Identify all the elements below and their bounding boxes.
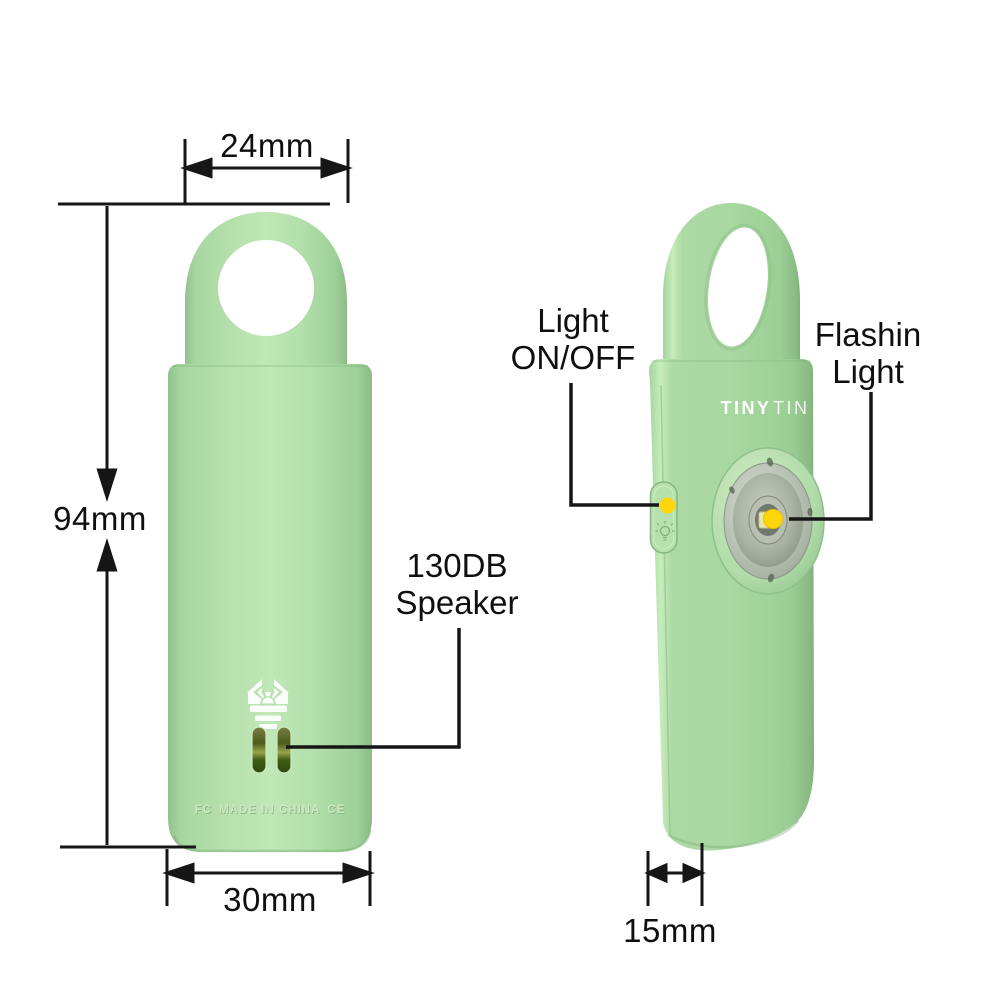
front-bottom-shadow: [172, 829, 372, 853]
button-yellow-dot: [659, 497, 676, 514]
speaker-slot-left: [251, 726, 267, 774]
speaker-slot-right: [276, 726, 292, 774]
led-dot: [763, 509, 783, 529]
front-ring-handle: [185, 212, 347, 366]
arrow-left-icon: [162, 862, 195, 884]
callout-flashing-light: Flashin Light: [788, 316, 948, 390]
leader-flashing-light: [789, 392, 873, 521]
dimension-body-depth: [644, 843, 706, 906]
callout-light-button: Light ON/OFF: [493, 302, 653, 376]
arrow-up-icon: [96, 538, 118, 572]
brand-name: TINYTIN: [720, 398, 809, 418]
side-bottom-shadow: [667, 820, 799, 849]
side-ring-hole: [708, 227, 768, 347]
dimension-label-body-depth: 15mm: [623, 912, 717, 949]
arrow-right-icon: [320, 157, 353, 179]
dimension-body-height: [58, 202, 330, 849]
front-body: [168, 364, 372, 852]
side-ring-hole-rim: [704, 223, 772, 351]
alarm-side-view: TINYTIN: [649, 203, 825, 851]
dimension-label-body-width: 30mm: [223, 881, 317, 918]
callout-line: ON/OFF: [510, 339, 636, 376]
callout-line: Speaker: [395, 584, 519, 621]
callout-line: Light: [832, 353, 904, 390]
leader-light-button: [569, 383, 659, 507]
arrow-right-icon: [682, 862, 706, 884]
light-bulb-icon: [655, 521, 675, 541]
callout-line: Light: [537, 302, 609, 339]
arrow-left-icon: [644, 862, 668, 884]
arrow-down-icon: [96, 468, 118, 502]
leader-speaker: [286, 628, 461, 749]
callout-line: Flashin: [814, 316, 922, 353]
flashlight: [711, 447, 825, 595]
dimension-body-width: [162, 849, 375, 906]
arrow-left-icon: [180, 157, 213, 179]
dimension-label-ring-width: 24mm: [220, 127, 314, 164]
logo-emblem-icon: [247, 679, 289, 729]
callout-line: 130DB: [406, 547, 508, 584]
dimension-ring-width: [180, 139, 353, 203]
side-seam-line: [660, 384, 671, 836]
bezel-screw-dimples: [729, 457, 813, 583]
arrow-right-icon: [342, 862, 375, 884]
dimension-label-body-height: 94mm: [53, 500, 147, 537]
speaker-slots: [251, 726, 292, 774]
light-on-off-button: [649, 481, 678, 554]
callout-speaker: 130DB Speaker: [377, 547, 537, 621]
